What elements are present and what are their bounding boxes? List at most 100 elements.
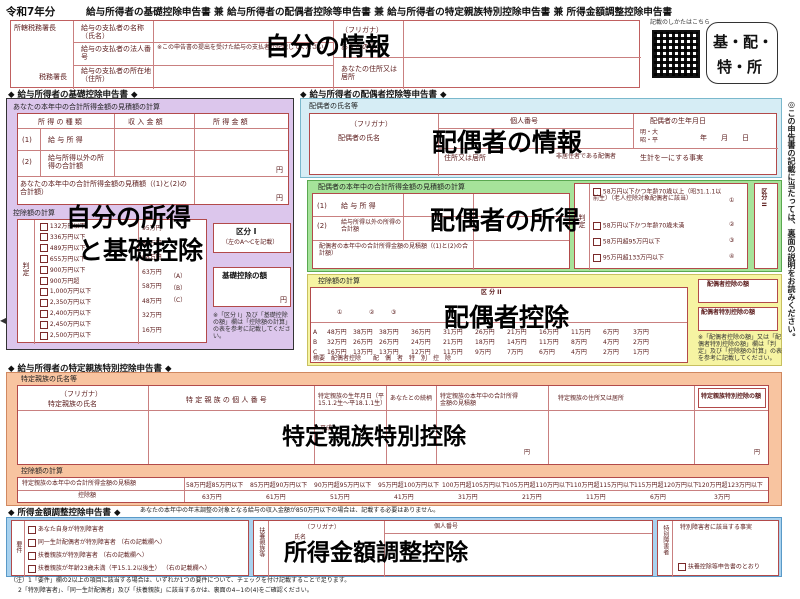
relative-title: 特定親族の氏名等 bbox=[21, 375, 77, 383]
qr-code-icon[interactable] bbox=[652, 30, 700, 78]
special-label: 特別障害者 bbox=[661, 525, 669, 555]
adjustment-note-top: あなたの本年中の年末調整の対象となる給与の収入金額が850万円以下の場合は、記載… bbox=[140, 507, 440, 514]
left-arrow-icon: ◀ bbox=[0, 316, 7, 325]
overlay-own-income-2: と基礎控除 bbox=[78, 236, 204, 265]
qr-note: 記載のしかたはこちら bbox=[650, 19, 711, 26]
furigana-label: （フリガナ） bbox=[341, 26, 383, 34]
relative-section-heading: ◆ 給与所得者の特定親族特別控除申告書 ◆ bbox=[8, 364, 172, 374]
category2-field[interactable]: 区分 II bbox=[754, 183, 778, 269]
form-type-badge: 基・配・ 特・所 bbox=[706, 22, 778, 84]
spouse-special-field[interactable]: 配偶者特別控除の額 bbox=[698, 307, 778, 331]
dependency-note: 扶養控除等申告書のとおり bbox=[687, 563, 760, 571]
category2-label: 区分 II bbox=[759, 188, 767, 207]
requirement-checkbox[interactable] bbox=[28, 538, 36, 547]
spouse-judge-box: 判定 58万円以下かつ年齢70歳以上（昭31.1.1以前生）（老人控除対象配偶者… bbox=[574, 183, 748, 270]
employer-name-label: 給与の支払者の名称（氏名） bbox=[81, 24, 144, 41]
requirement-label: 要件 bbox=[14, 541, 22, 553]
form-title: 給与所得者の基礎控除申告書 兼 給与所得者の配偶者控除等申告書 兼 給与所得者の… bbox=[86, 7, 673, 18]
employer-number-note: ※この申告書の提出を受けた給与の支払者が記載してください。 bbox=[157, 44, 330, 51]
era-option[interactable]: 明・大 bbox=[640, 129, 659, 136]
footnote-2: 2「特別障害者」、「同一生計配偶者」及び「扶養親族」に該当するかは、裏面の4−1… bbox=[18, 587, 313, 594]
requirement-box: 要件 あなた自身が特別障害者 同一生計配偶者が特別障害者 （右の記載欄へ） 扶養… bbox=[11, 520, 249, 577]
dependent-name-label: 氏名 bbox=[294, 534, 307, 541]
basic-deduction-area: あなたの本年中の合計所得金額の見積額の計算 所 得 の 種 類 収 入 金 額 … bbox=[6, 98, 294, 350]
category1-label: 区分 I bbox=[236, 227, 257, 236]
spouse-row-other: 給与所得以外の所得の合計額 bbox=[341, 219, 402, 233]
form-year: 令和7年分 bbox=[6, 6, 56, 18]
special-fact-label: 特別障害者に該当する事実 bbox=[680, 524, 753, 531]
relative-number-label: 特 定 親 族 の 個 人 番 号 bbox=[186, 396, 267, 404]
relative-calc-title: 控除額の計算 bbox=[21, 467, 63, 475]
dependency-checkbox[interactable] bbox=[678, 563, 686, 571]
self-address-label: あなたの住所又は居所 bbox=[341, 65, 397, 82]
requirement-list: あなた自身が特別障害者 同一生計配偶者が特別障害者 （右の記載欄へ） 扶養親族が… bbox=[28, 523, 211, 575]
birth-ymd: 年 月 日 bbox=[700, 134, 749, 142]
basic-income-title: あなたの本年中の合計所得金額の見積額の計算 bbox=[13, 103, 160, 111]
employer-number-label: 給与の支払者の法人番号 bbox=[81, 45, 151, 62]
spouse-judge-label: 判定 bbox=[578, 214, 587, 228]
dependent-box: 扶養親族等 （フリガナ） 氏名 個人番号 bbox=[253, 520, 653, 577]
relative-deduction-col: 特定親族特別控除の額 bbox=[698, 388, 766, 408]
spouse-info-table: （フリガナ） 配偶者の氏名 個人番号 配偶者の生年月日 明・大 昭・平 年 月 … bbox=[309, 113, 778, 176]
category2-header: 区 分 II bbox=[481, 289, 502, 296]
judge-a: （A） bbox=[170, 273, 187, 280]
category1-field[interactable]: 区分 I （左のA〜Cを記載） bbox=[213, 223, 291, 253]
era-option[interactable]: 昭・平 bbox=[640, 137, 659, 144]
spouse-deduction-field[interactable]: 配偶者控除の額 bbox=[698, 279, 778, 303]
judge-c: （C） bbox=[170, 297, 187, 304]
spouse-income-title: 配偶者の本年中の合計所得金額の見積額の計算 bbox=[318, 183, 465, 191]
basic-deduction-field[interactable]: 基礎控除の額 円 bbox=[213, 267, 291, 307]
overlay-spouse-deduction: 配偶者控除 bbox=[444, 303, 570, 332]
col-amount: 所 得 金 額 bbox=[213, 118, 248, 126]
office-label: 所轄税務署長 bbox=[14, 24, 56, 32]
relative-income-label: 特定親族の本年中の合計所得金額の見積額 bbox=[440, 393, 519, 407]
spouse-number-label: 個人番号 bbox=[510, 117, 538, 125]
yen-mark: 円 bbox=[276, 166, 283, 174]
side-note: ◎この申告書の記載に当たっては、裏面の説明をお読みください。 bbox=[787, 100, 796, 341]
same-living-label: 生計を一にする事実 bbox=[640, 154, 704, 162]
relative-calc-row-label: 特定親族の本年中の合計所得金額の見積額 bbox=[22, 480, 137, 487]
col-type: 所 得 の 種 類 bbox=[38, 118, 82, 126]
basic-calc-title: 控除額の計算 bbox=[13, 209, 55, 217]
basic-deduction-label: 基礎控除の額 bbox=[222, 271, 267, 280]
basic-calc-table: 判定 132万円以下 336万円以下 489万円以下 655万円以下 900万円… bbox=[17, 219, 207, 344]
relative-table: （フリガナ） 特定親族の氏名 特 定 親 族 の 個 人 番 号 特定親族の生年… bbox=[17, 385, 769, 465]
badge-line1: 基・配・ bbox=[713, 33, 774, 51]
relative-deduction-col-label: 特定親族特別控除の額 bbox=[701, 393, 762, 400]
requirement-checkbox[interactable] bbox=[28, 551, 36, 560]
spouse-calc-title: 控除額の計算 bbox=[318, 277, 360, 285]
relative-calc-deduct-label: 控除額 bbox=[78, 492, 97, 499]
relative-birth-label: 特定親族の生年月日（平15.1.2生〜平18.1.1生） bbox=[318, 393, 387, 407]
relation-label: あなたとの続柄 bbox=[390, 395, 432, 402]
overlay-own-info: 自分の情報 bbox=[265, 32, 391, 61]
spouse-area-bottom: 摘要 配偶者控除 配 偶 者 特 別 控 除 bbox=[313, 355, 452, 362]
footnote-1: （注）1「要件」欄の2以上の項目に該当する場合は、いずれか1つの要件について、チ… bbox=[10, 577, 351, 584]
furigana-label: （フリガナ） bbox=[350, 120, 392, 128]
basic-amount-list: 95万円 88万円 68万円 63万円 58万円 48万円 32万円 16万円 bbox=[142, 225, 162, 334]
dependent-number-label: 個人番号 bbox=[434, 523, 459, 530]
spouse-deduction-label: 配偶者控除の額 bbox=[707, 281, 750, 288]
overlay-income-adjustment: 所得金額調整控除 bbox=[284, 540, 468, 566]
requirement-checkbox[interactable] bbox=[28, 564, 36, 573]
furigana-label: （フリガナ） bbox=[60, 390, 102, 398]
yen-mark: 円 bbox=[280, 296, 287, 304]
adjustment-area: 要件 あなた自身が特別障害者 同一生計配偶者が特別障害者 （右の記載欄へ） 扶養… bbox=[6, 517, 782, 577]
nonresident-label: 非居住者である配偶者 bbox=[556, 153, 616, 160]
overlay-spouse-income: 配偶者の所得 bbox=[430, 206, 581, 235]
spouse-total-label: 配偶者の本年中の合計所得金額の見積額（(1)と(2)の合計額） bbox=[319, 243, 468, 257]
employer-block: 所轄税務署長 税務署長 給与の支払者の名称（氏名） 給与の支払者の法人番号 給与… bbox=[10, 20, 641, 89]
relative-deduction-area: 特定親族の氏名等 （フリガナ） 特定親族の氏名 特 定 親 族 の 個 人 番 … bbox=[6, 372, 782, 506]
spouse-birth-label: 配偶者の生年月日 bbox=[650, 117, 706, 125]
spouse-note: ※「配偶者控除の額」又は「配偶者特別控除の額」欄は「判定」及び「控除額の計算」の… bbox=[698, 334, 783, 362]
requirement-checkbox[interactable] bbox=[28, 525, 36, 534]
basic-total-label: あなたの本年中の合計所得金額の見積額（(1)と(2)の合計額） bbox=[20, 180, 187, 197]
spouse-address-label: 住所又は居所 bbox=[444, 154, 486, 162]
spouse-row-salary: 給 与 所 得 bbox=[341, 202, 376, 210]
row-salary: 給 与 所 得 bbox=[48, 136, 83, 144]
spouse-info-area: 配偶者の氏名等 （フリガナ） 配偶者の氏名 個人番号 配偶者の生年月日 明・大 … bbox=[300, 98, 782, 178]
furigana-label: （フリガナ） bbox=[304, 524, 341, 531]
spouse-name-label: 配偶者の氏名 bbox=[338, 134, 380, 142]
tax-office-label: 税務署長 bbox=[39, 73, 67, 81]
